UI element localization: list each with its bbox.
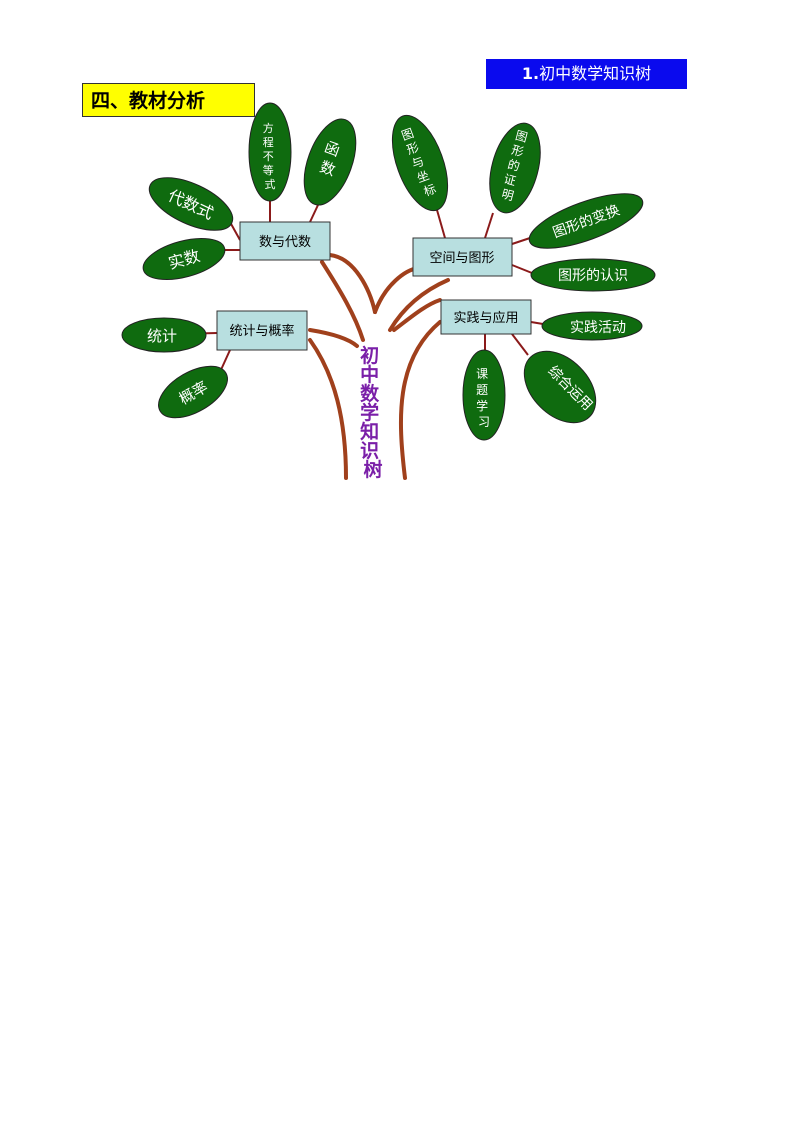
leaf-function: 函 数 xyxy=(303,118,357,206)
connector-transform xyxy=(511,237,531,245)
connector-recognition xyxy=(511,264,533,274)
branch-label-statistics: 统计与概率 xyxy=(229,323,294,339)
tree-trunk xyxy=(308,253,450,480)
leaf-practice-activity: 实践活动 xyxy=(541,311,643,341)
branch-label-practice: 实践与应用 xyxy=(453,310,518,326)
branch-statistics xyxy=(308,328,359,348)
header-title-box: 1.初中数学知识树 xyxy=(486,59,687,89)
trunk-right-outer xyxy=(399,320,442,480)
leaf-real-number: 实数 xyxy=(142,237,226,281)
leaf-label-statistics: 统计 xyxy=(147,327,177,345)
leaf-algebraic-expr: 代数式 xyxy=(148,177,234,231)
connector-function xyxy=(309,204,319,223)
branch-label-geometry: 空间与图形 xyxy=(429,251,494,266)
header-title: 初中数学知识树 xyxy=(539,64,652,83)
leaf-project-study: 课 题 学 习 xyxy=(462,349,506,441)
trunk-label: 初 中 数 学 知 识 树 xyxy=(360,344,386,481)
leaf-transform: 图形的变换 xyxy=(528,193,644,249)
leaf-label-function: 函 数 xyxy=(315,138,347,180)
branch-box-geometry: 空间与图形 xyxy=(412,237,513,277)
leaf-coordinate: 图 形 与 坐 标 xyxy=(391,114,449,212)
branch-practice xyxy=(392,298,442,332)
trunk-left-outer xyxy=(308,338,348,480)
leaf-statistics: 统计 xyxy=(121,317,207,353)
branch-geometry-outer xyxy=(388,278,450,332)
leaf-recognition: 图形的认识 xyxy=(530,258,656,292)
branch-algebra-outer xyxy=(320,260,365,342)
branch-box-statistics: 统计与概率 xyxy=(216,310,308,351)
leaf-label-practice-activity: 实践活动 xyxy=(570,320,626,336)
leaf-equation: 方 程 不 等 式 xyxy=(248,102,292,202)
leaf-label-project-study: 课 题 学 习 xyxy=(476,367,492,429)
branch-box-algebra: 数与代数 xyxy=(239,221,331,261)
header-number: 1. xyxy=(521,64,540,83)
branch-label-algebra: 数与代数 xyxy=(259,235,311,250)
branch-algebra-inner xyxy=(328,253,377,314)
connector-lines xyxy=(177,200,544,373)
connector-comprehensive xyxy=(511,333,529,356)
leaf-probability: 概率 xyxy=(158,365,228,419)
leaf-label-proof: 图 形 的 证 明 xyxy=(498,128,532,204)
leaf-label-recognition: 图形的认识 xyxy=(558,268,628,284)
leaf-proof: 图 形 的 证 明 xyxy=(489,122,541,214)
section-title: 四、教材分析 xyxy=(82,83,255,117)
branch-box-practice: 实践与应用 xyxy=(440,299,532,335)
connector-practice xyxy=(530,321,544,325)
leaf-label-equation: 方 程 不 等 式 xyxy=(263,121,278,191)
connector-algebraic xyxy=(229,221,241,241)
connector-proof xyxy=(484,212,494,239)
leaf-label-coordinate: 图 形 与 坐 标 xyxy=(400,125,440,200)
connector-coordinate xyxy=(436,209,446,239)
